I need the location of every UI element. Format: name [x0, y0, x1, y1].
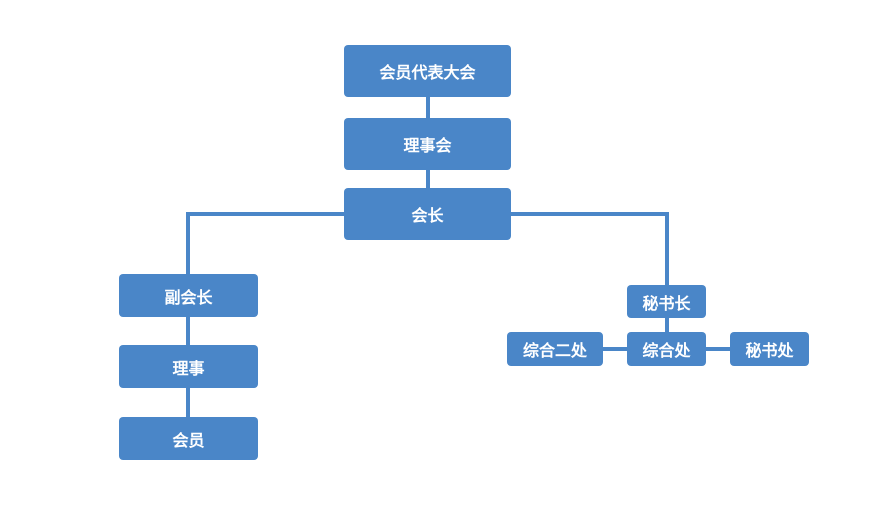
node-secretariat: 秘书处 [730, 332, 809, 366]
node-council: 理事会 [344, 118, 511, 170]
node-congress: 会员代表大会 [344, 45, 511, 97]
node-vice-president: 副会长 [119, 274, 258, 317]
node-general-office-2: 综合二处 [507, 332, 603, 366]
node-director: 理事 [119, 345, 258, 388]
connector-president-vice-president [186, 212, 344, 274]
node-member: 会员 [119, 417, 258, 460]
connector-president-secretary-general [511, 212, 669, 285]
node-general-office: 综合处 [627, 332, 706, 366]
node-president: 会长 [344, 188, 511, 240]
node-secretary-general: 秘书长 [627, 285, 706, 318]
